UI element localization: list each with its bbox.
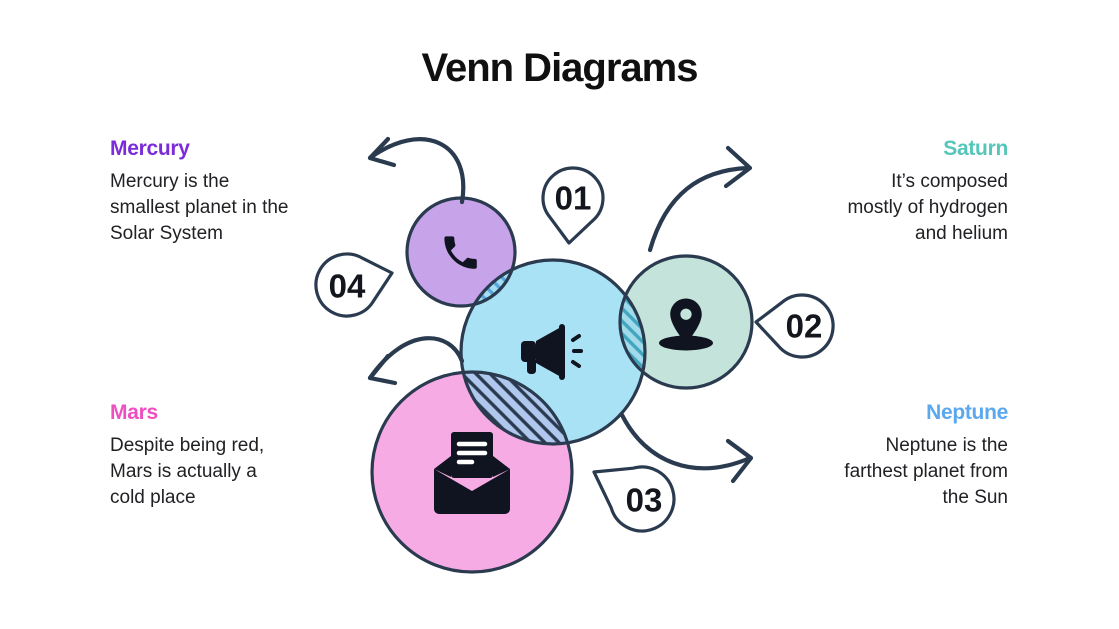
- planet-name-mars: Mars: [110, 401, 158, 424]
- badge-04-label: 04: [329, 268, 366, 305]
- arrow-group: [367, 136, 754, 484]
- arrow-bottom-right: [619, 412, 754, 484]
- badge-04: [314, 252, 394, 318]
- planet-name-neptune: Neptune: [926, 401, 1008, 424]
- planet-block-neptune: Neptune Neptune is the farthest planet f…: [823, 401, 1008, 511]
- badge-02: [754, 293, 835, 359]
- location-pin-icon: [659, 298, 713, 351]
- venn-circle-fills: [372, 198, 752, 572]
- badge-03: [592, 465, 676, 533]
- badge-02-label: 02: [786, 308, 823, 345]
- page-title: Venn Diagrams: [421, 46, 698, 90]
- arrow-bottom-left: [367, 336, 465, 386]
- arrow-top-left: [367, 136, 466, 205]
- phone-icon: [444, 236, 477, 269]
- badge-group: [314, 166, 835, 533]
- open-envelope-icon: [434, 432, 510, 514]
- venn-circle-outlines: [370, 196, 754, 574]
- badge-labels: 01 02 03 04: [329, 180, 823, 519]
- planet-description-mercury: Mercury is the smallest planet in the So…: [110, 171, 289, 244]
- badge-03-label: 03: [626, 482, 663, 519]
- planet-description-saturn: It’s composed mostly of hydrogen and hel…: [847, 171, 1008, 244]
- planet-description-neptune: Neptune is the farthest planet from the …: [844, 435, 1008, 508]
- badge-01-label: 01: [555, 180, 592, 217]
- pink-blue-lens-hatch: [461, 372, 572, 444]
- planet-name-saturn: Saturn: [943, 137, 1008, 160]
- badge-01: [541, 166, 605, 245]
- megaphone-icon: [521, 324, 583, 380]
- planet-description-mars: Despite being red, Mars is actually a co…: [110, 435, 265, 508]
- planet-block-saturn: Saturn It’s composed mostly of hydrogen …: [833, 137, 1008, 247]
- venn-diagram: 01 02 03 04: [314, 136, 835, 574]
- planet-block-mercury: Mercury Mercury is the smallest planet i…: [110, 137, 295, 247]
- planet-name-mercury: Mercury: [110, 137, 190, 160]
- planet-block-mars: Mars Despite being red, Mars is actually…: [110, 401, 290, 511]
- purple-circle: [407, 198, 515, 306]
- arrow-top-right: [647, 145, 753, 253]
